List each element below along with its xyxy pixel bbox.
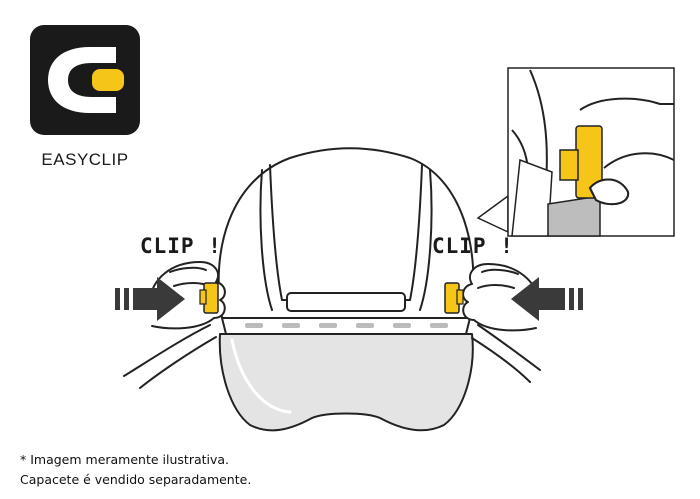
clip-left-icon bbox=[199, 282, 219, 314]
clip-callout-right: CLIP ! bbox=[432, 234, 514, 258]
arrow-left-icon bbox=[511, 277, 583, 321]
logo-label: EASYCLIP bbox=[41, 150, 129, 169]
brim-slots bbox=[245, 323, 448, 328]
visor bbox=[218, 333, 474, 432]
disclaimer-line-2: Capacete é vendido separadamente. bbox=[20, 472, 252, 487]
strap-right bbox=[477, 324, 541, 371]
clip-callout-left: CLIP ! bbox=[140, 234, 222, 258]
helmet-vent bbox=[286, 292, 406, 312]
easyclip-logo-icon bbox=[30, 25, 140, 135]
disclaimer-line-1: * Imagem meramente ilustrativa. bbox=[20, 452, 230, 467]
strap-left bbox=[123, 324, 211, 377]
helmet-ridge bbox=[259, 169, 433, 311]
clip-right-icon bbox=[444, 282, 464, 314]
arrow-right-icon bbox=[115, 277, 185, 321]
detail-inset bbox=[476, 67, 675, 237]
easyclip-logo bbox=[30, 25, 140, 135]
helmet-shell bbox=[217, 147, 475, 319]
